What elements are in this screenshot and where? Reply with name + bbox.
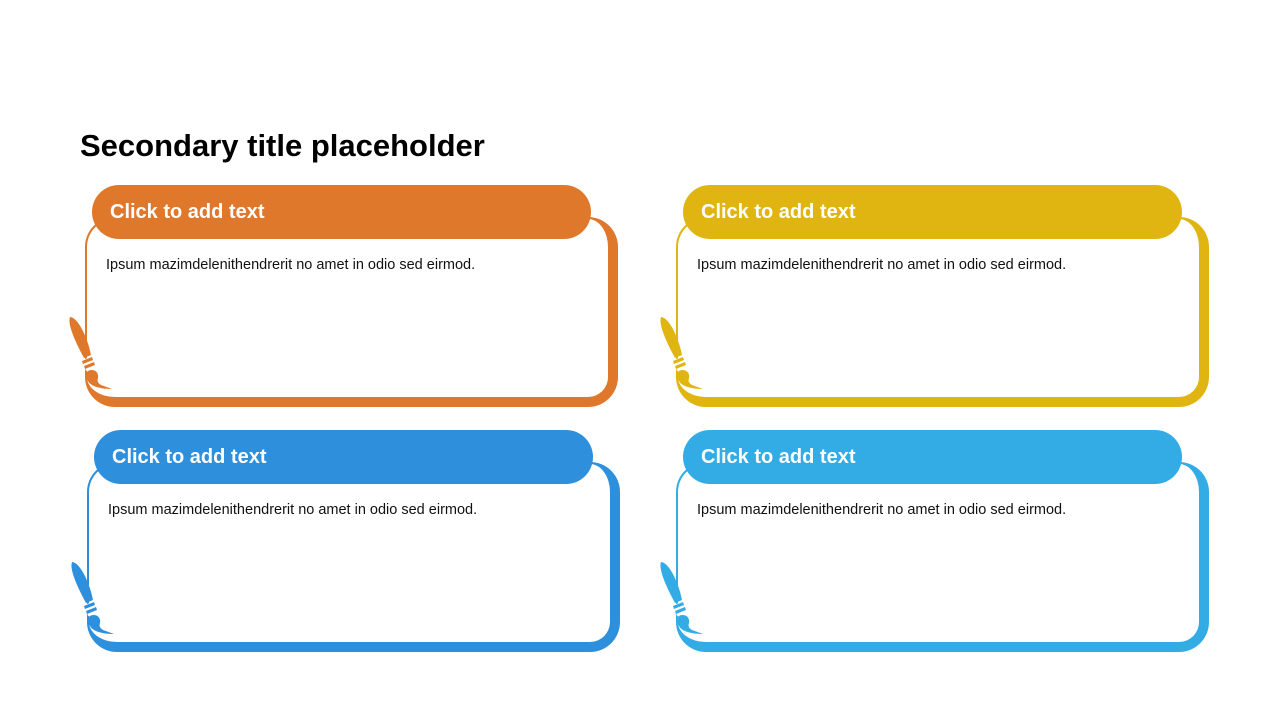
paintbrush-icon xyxy=(71,562,114,634)
card-frame xyxy=(676,462,1209,652)
card-frame xyxy=(87,462,620,652)
paintbrush-icon xyxy=(69,317,112,389)
card-heading[interactable]: Click to add text xyxy=(683,185,1182,239)
card-heading[interactable]: Click to add text xyxy=(94,430,593,484)
card-body-text[interactable]: Ipsum mazimdelenithendrerit no amet in o… xyxy=(697,257,1067,273)
card-body-text[interactable]: Ipsum mazimdelenithendrerit no amet in o… xyxy=(108,502,478,518)
card-heading[interactable]: Click to add text xyxy=(683,430,1182,484)
card-heading[interactable]: Click to add text xyxy=(92,185,591,239)
paintbrush-icon xyxy=(660,562,703,634)
card-blue: Click to add text Ipsum mazimdelenithend… xyxy=(71,430,620,652)
card-orange: Click to add text Ipsum mazimdelenithend… xyxy=(69,185,618,407)
paintbrush-icon xyxy=(660,317,703,389)
card-light-blue: Click to add text Ipsum mazimdelenithend… xyxy=(660,430,1209,652)
card-frame xyxy=(676,217,1209,407)
card-yellow: Click to add text Ipsum mazimdelenithend… xyxy=(660,185,1209,407)
card-body-text[interactable]: Ipsum mazimdelenithendrerit no amet in o… xyxy=(697,502,1067,518)
page-title: Secondary title placeholder xyxy=(80,128,485,163)
card-body-text[interactable]: Ipsum mazimdelenithendrerit no amet in o… xyxy=(106,257,476,273)
card-frame xyxy=(85,217,618,407)
